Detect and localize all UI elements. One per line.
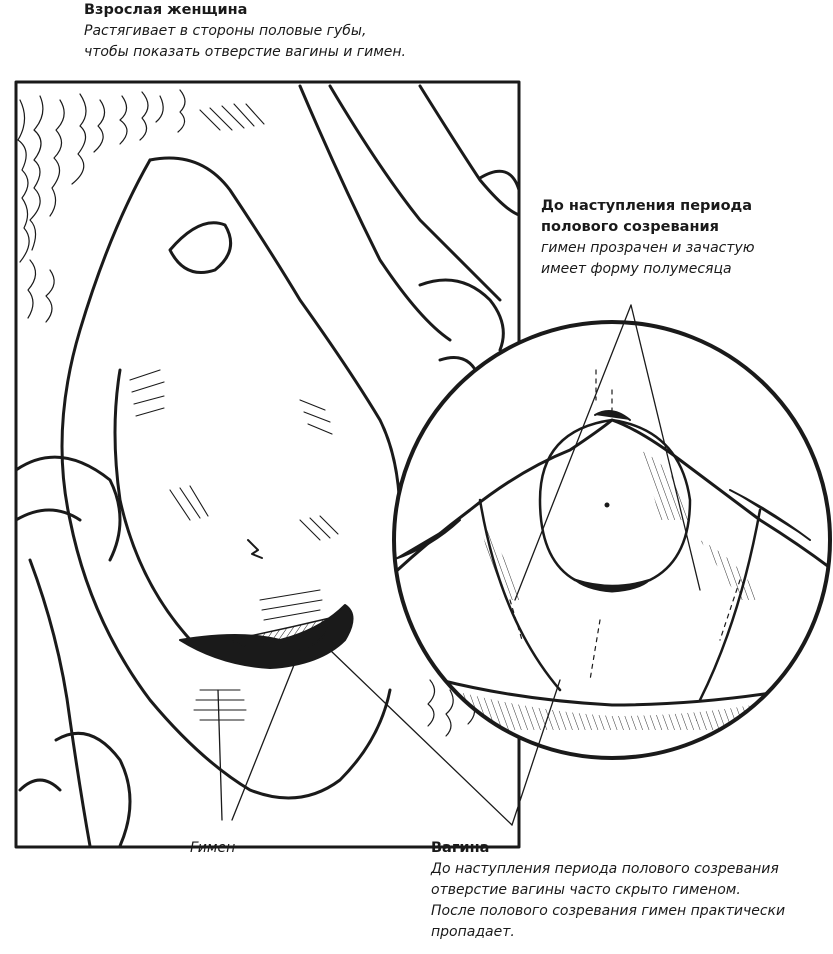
left-hand <box>16 455 132 847</box>
magnified-inset <box>392 320 832 760</box>
caption-vagina-line2: отверстие вагины часто скрыто гименом. <box>431 882 741 898</box>
inset-circle-border <box>392 320 832 760</box>
leader-hymen-left <box>217 689 223 821</box>
right-hand <box>298 84 519 382</box>
labia-shading <box>129 103 339 721</box>
caption-prepuberty-line2: имеет форму полумесяца <box>541 261 732 277</box>
caption-adult: Взрослая женщина Растягивает в стороны п… <box>84 0 504 63</box>
caption-vagina-line1: До наступления периода полового созреван… <box>431 861 779 877</box>
hair-texture <box>17 89 476 737</box>
leader-prepuberty-left <box>514 304 632 601</box>
caption-prepuberty-title-1: До наступления периода <box>541 198 753 214</box>
urethra-mark <box>247 539 263 559</box>
hymen-crescent <box>229 617 331 652</box>
caption-prepuberty-title-2: полового созревания <box>541 219 719 235</box>
leader-hymen-right <box>231 649 301 821</box>
caption-vagina-line4: пропадает. <box>431 924 515 940</box>
labia-outline <box>60 156 402 800</box>
caption-adult-title: Взрослая женщина <box>84 2 248 18</box>
caption-vagina-line3: После полового созревания гимен практиче… <box>431 903 786 919</box>
caption-prepuberty-line1: гимен прозрачен и зачастую <box>541 240 755 256</box>
caption-adult-line1: Растягивает в стороны половые губы, <box>84 23 367 39</box>
leader-vagina-right <box>511 679 561 826</box>
caption-adult-line2: чтобы показать отверстие вагины и гимен. <box>84 44 406 60</box>
leader-lines <box>217 304 701 826</box>
caption-prepuberty: До наступления периода полового созреван… <box>541 196 811 280</box>
leader-vagina-left <box>329 649 513 826</box>
leader-prepuberty-right <box>630 304 701 591</box>
